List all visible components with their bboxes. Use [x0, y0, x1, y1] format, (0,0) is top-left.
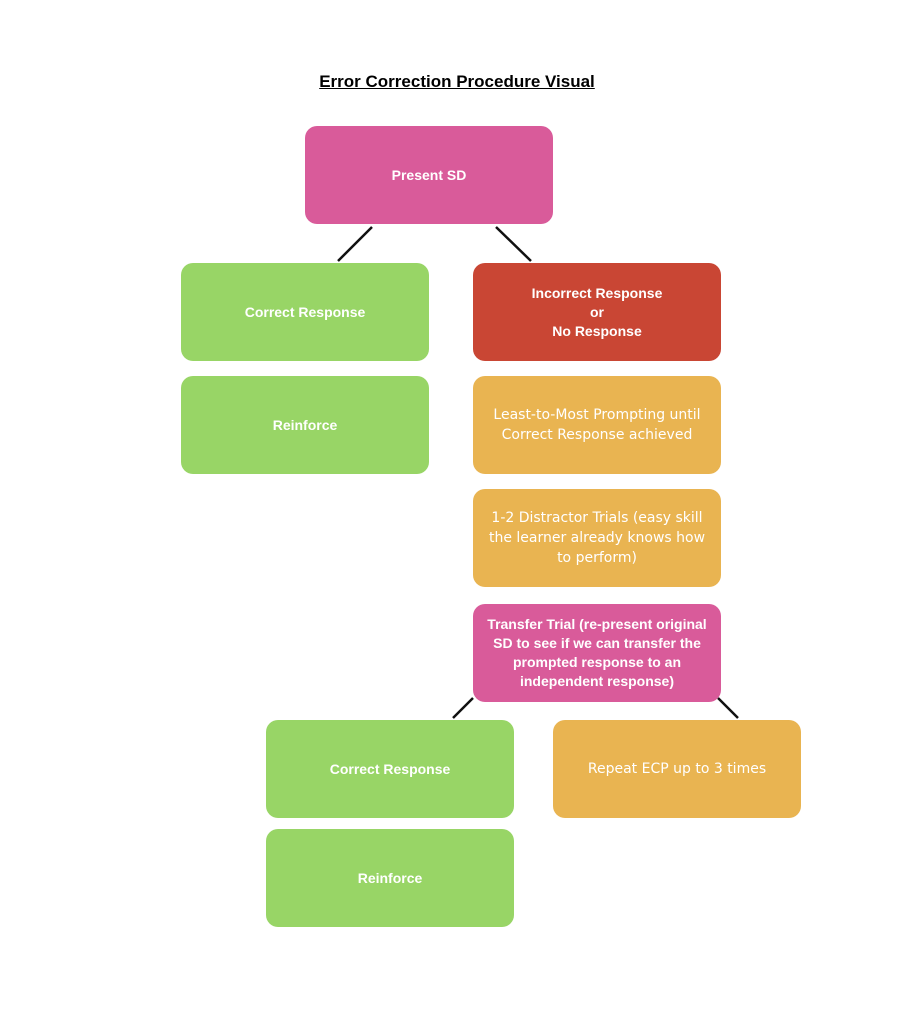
connector-transfer-to-correct — [452, 697, 474, 719]
transfer-reinforce-box: Reinforce — [266, 829, 514, 927]
repeat-ecp-box: Repeat ECP up to 3 times — [553, 720, 801, 818]
transfer-correct-response-line-1: Correct Response — [329, 760, 451, 777]
correct-response-box: Correct Response — [181, 263, 429, 361]
distractor-trials-box: 1-2 Distractor Trials (easy skill the le… — [473, 489, 721, 587]
present-sd-box: Present SD — [305, 126, 553, 224]
connector-transfer-to-repeat — [717, 697, 739, 719]
diagram-title: Error Correction Procedure Visual — [319, 72, 595, 91]
transfer-correct-response-box: Correct Response — [266, 720, 514, 818]
prompting-line-2: Correct Response achieved — [501, 427, 693, 443]
transfer-line-3: prompted response to an — [512, 654, 682, 670]
repeat-ecp-line-1: Repeat ECP up to 3 times — [587, 761, 767, 777]
connector-present-to-incorrect — [495, 226, 532, 262]
incorrect-response-line-1: Incorrect Response — [531, 284, 663, 301]
connector-present-to-correct — [337, 226, 373, 262]
transfer-line-4: independent response) — [519, 673, 675, 689]
reinforce-box: Reinforce — [181, 376, 429, 474]
incorrect-response-line-2: or — [590, 303, 604, 320]
distractor-line-3: to perform) — [557, 550, 637, 566]
incorrect-response-line-3: No Response — [552, 322, 642, 339]
distractor-line-2: the learner already knows how — [488, 530, 706, 546]
transfer-line-2: SD to see if we can transfer the — [493, 635, 701, 651]
incorrect-response-box: Incorrect Response or No Response — [473, 263, 721, 361]
distractor-line-1: 1-2 Distractor Trials (easy skill — [491, 510, 703, 526]
prompting-box: Least-to-Most Prompting until Correct Re… — [473, 376, 721, 474]
transfer-reinforce-line-1: Reinforce — [357, 869, 423, 886]
present-sd-line-1: Present SD — [391, 166, 467, 183]
transfer-line-1: Transfer Trial (re-present original — [487, 616, 707, 632]
reinforce-line-1: Reinforce — [272, 416, 338, 433]
transfer-trial-box: Transfer Trial (re-present original SD t… — [473, 604, 721, 702]
prompting-line-1: Least-to-Most Prompting until — [493, 407, 701, 423]
correct-response-line-1: Correct Response — [244, 303, 366, 320]
